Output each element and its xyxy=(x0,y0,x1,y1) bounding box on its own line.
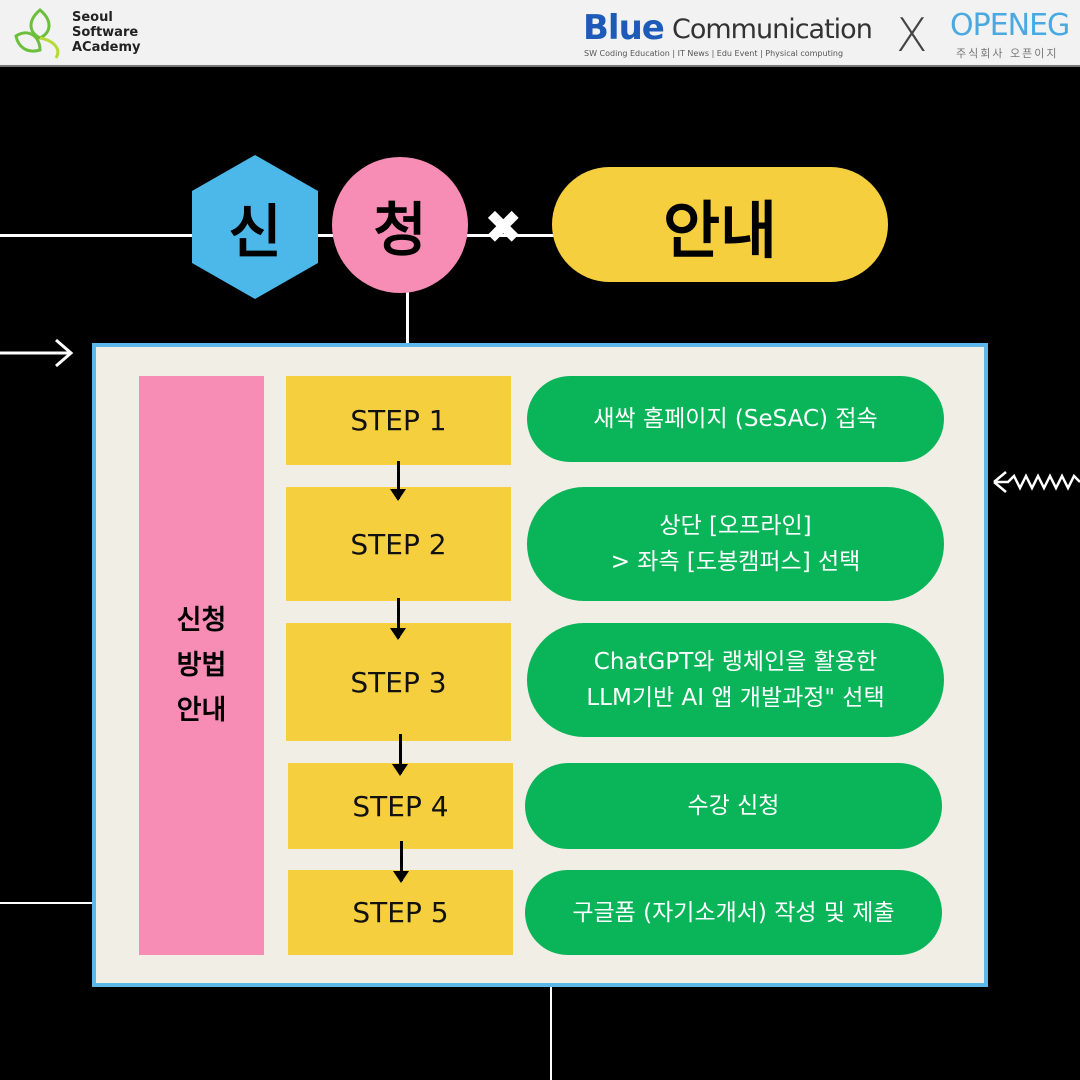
logo-line: ACademy xyxy=(72,40,141,55)
title-hexagon: 신 xyxy=(192,155,318,299)
deco-line xyxy=(550,987,552,1080)
collab-x: X xyxy=(896,8,928,62)
arrow-down-icon xyxy=(393,841,409,883)
step-1-desc: 새싹 홈페이지 (SeSAC) 접속 xyxy=(527,376,944,462)
arrow-down-icon xyxy=(392,734,408,776)
title-char: 청 xyxy=(373,196,427,264)
step-5-desc: 구글폼 (자기소개서) 작성 및 제출 xyxy=(525,870,942,955)
logo-line: Seoul xyxy=(72,10,113,25)
tagline: SW Coding Education | IT News | Edu Even… xyxy=(584,49,844,58)
title-pill: 안내 xyxy=(552,167,888,282)
step-1-box: STEP 1 xyxy=(286,376,511,465)
deco-line xyxy=(0,902,92,904)
arrow-down-icon xyxy=(390,598,406,640)
sesac-logo-text: Seoul Software ACademy xyxy=(72,10,141,55)
x-icon: ✖ xyxy=(484,200,523,254)
arrow-right-icon xyxy=(0,338,74,368)
openeg-subtitle: 주식회사 오픈이지 xyxy=(956,47,1059,60)
step-2-desc: 상단 [오프라인] > 좌측 [도봉캠퍼스] 선택 xyxy=(527,487,944,601)
step-4-desc: 수강 신청 xyxy=(525,763,942,849)
sesac-leaf-logo-icon xyxy=(14,8,60,59)
title-char: 신 xyxy=(228,198,282,266)
step-3-desc: ChatGPT와 랭체인을 활용한 LLM기반 AI 앱 개발과정" 선택 xyxy=(527,623,944,737)
step-3-box: STEP 3 xyxy=(286,623,511,741)
title-circle: 청 xyxy=(332,157,468,293)
squiggle-arrow-icon xyxy=(993,471,1080,493)
header: Seoul Software ACademy Blue Communicatio… xyxy=(0,0,1080,67)
blue-logo: Blue xyxy=(583,8,665,48)
sidebar-label: 신청 방법 안내 xyxy=(139,376,264,955)
step-5-box: STEP 5 xyxy=(288,870,513,955)
title-main: 안내 xyxy=(662,193,778,267)
step-4-box: STEP 4 xyxy=(288,763,513,849)
logo-line: Software xyxy=(72,25,139,40)
step-2-box: STEP 2 xyxy=(286,487,511,601)
communication-logo: Communication xyxy=(672,14,873,45)
deco-line xyxy=(406,290,409,345)
arrow-down-icon xyxy=(390,461,406,501)
openeg-logo: OPENEG xyxy=(950,8,1070,43)
